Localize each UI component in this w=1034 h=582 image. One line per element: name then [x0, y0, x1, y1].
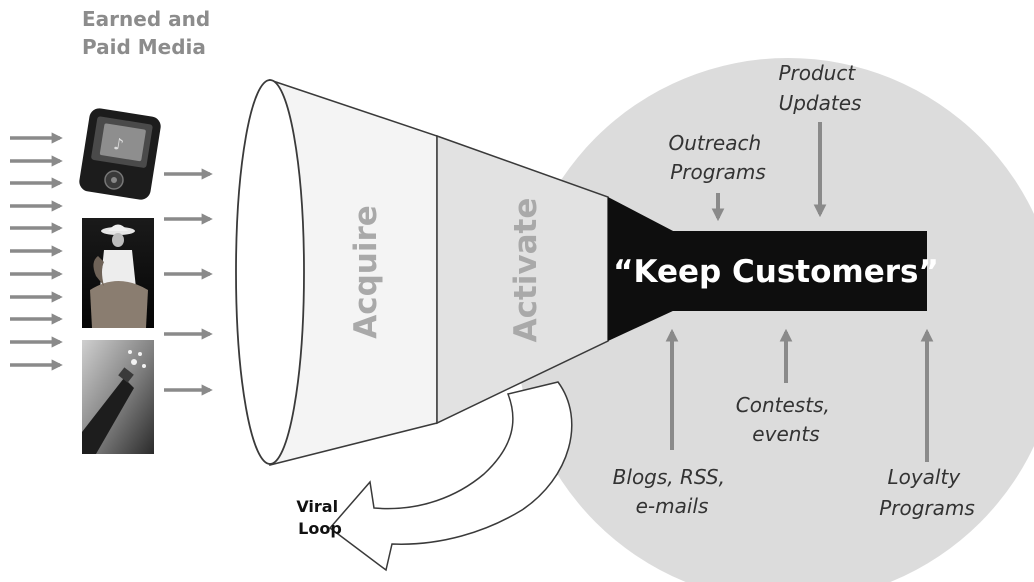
funnel-mouth [235, 79, 305, 465]
label-loyalty-programs: Loyalty Programs [879, 465, 975, 520]
stage-label-activate: Activate [508, 198, 544, 343]
retention-circle [516, 58, 1034, 582]
funnel-neck [608, 197, 675, 341]
viral-loop-arrow [328, 381, 573, 572]
champagne-bottle-image [82, 340, 154, 454]
label-contests-events: Contests, events [736, 393, 836, 446]
incoming-media-arrows [10, 132, 63, 371]
retain-banner [670, 231, 927, 311]
label-outreach-programs: Outreach Programs [668, 131, 767, 184]
retain-banner-label: “Keep Customers” [613, 254, 939, 290]
label-product-updates: Product Updates [778, 61, 861, 115]
cowboy-on-horse-image [82, 218, 154, 328]
music-player-image: ♪ [79, 108, 161, 200]
stage-label-acquire: Acquire [348, 205, 384, 339]
funnel-input-arrows [164, 168, 213, 396]
funnel [235, 78, 927, 466]
media-heading: Earned and Paid Media [82, 7, 217, 59]
svg-text:♪: ♪ [112, 134, 125, 154]
retention-arrows [665, 122, 934, 462]
label-blogs-rss-emails: Blogs, RSS, e-mails [613, 465, 732, 518]
viral-loop-label: Viral Loop [296, 497, 343, 538]
